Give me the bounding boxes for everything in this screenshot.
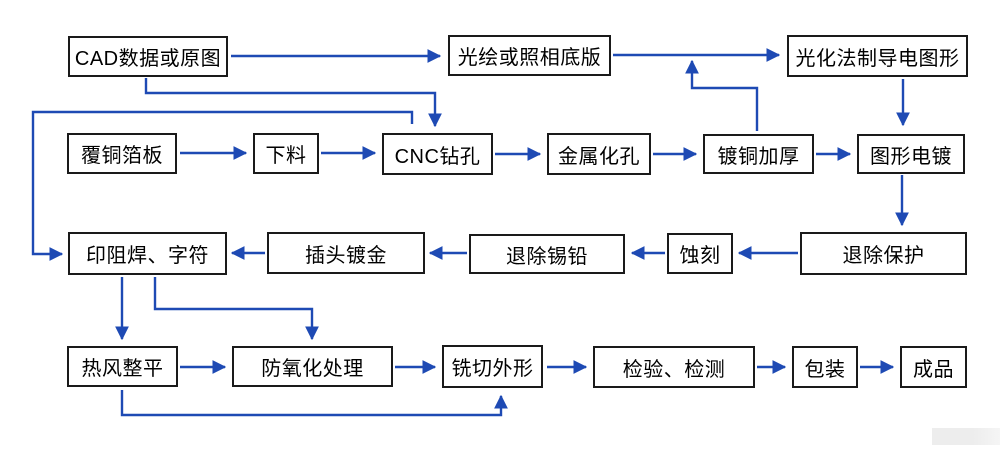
node-routing: 铣切外形	[442, 345, 543, 388]
connector-hasl-bypass-to-routing	[120, 390, 508, 417]
node-etching: 蚀刻	[667, 233, 733, 274]
connector-soldermask-to-antioxidation	[153, 277, 319, 341]
connector-cad-to-cnc	[144, 78, 442, 128]
node-blanking: 下料	[253, 133, 319, 174]
connector-copper-plating-up-to-film-line	[685, 59, 759, 131]
watermark-remnant	[932, 428, 1000, 445]
node-final-product: 成品	[900, 346, 967, 388]
node-strip-tin: 退除锡铅	[469, 234, 625, 274]
node-hasl: 热风整平	[67, 346, 178, 387]
node-antioxidation: 防氧化处理	[232, 346, 393, 387]
node-gold-fingers: 插头镀金	[267, 232, 425, 274]
node-inspection: 检验、检测	[593, 346, 755, 388]
node-cad-data: CAD数据或原图	[68, 36, 228, 77]
node-photochem: 光化法制导电图形	[787, 35, 968, 77]
node-packing: 包装	[792, 346, 858, 388]
node-photo-film: 光绘或照相底版	[448, 35, 611, 76]
node-copper-plating: 镀铜加厚	[703, 134, 814, 174]
node-cnc-drilling: CNC钻孔	[382, 133, 493, 175]
node-strip-resist: 退除保护	[800, 232, 967, 275]
connector-left-feedback-to-soldermask	[31, 110, 414, 261]
node-hole-metalize: 金属化孔	[547, 133, 651, 175]
node-copper-clad: 覆铜箔板	[67, 133, 177, 174]
node-pattern-plating: 图形电镀	[857, 134, 965, 174]
node-soldermask: 印阻焊、字符	[68, 232, 227, 275]
